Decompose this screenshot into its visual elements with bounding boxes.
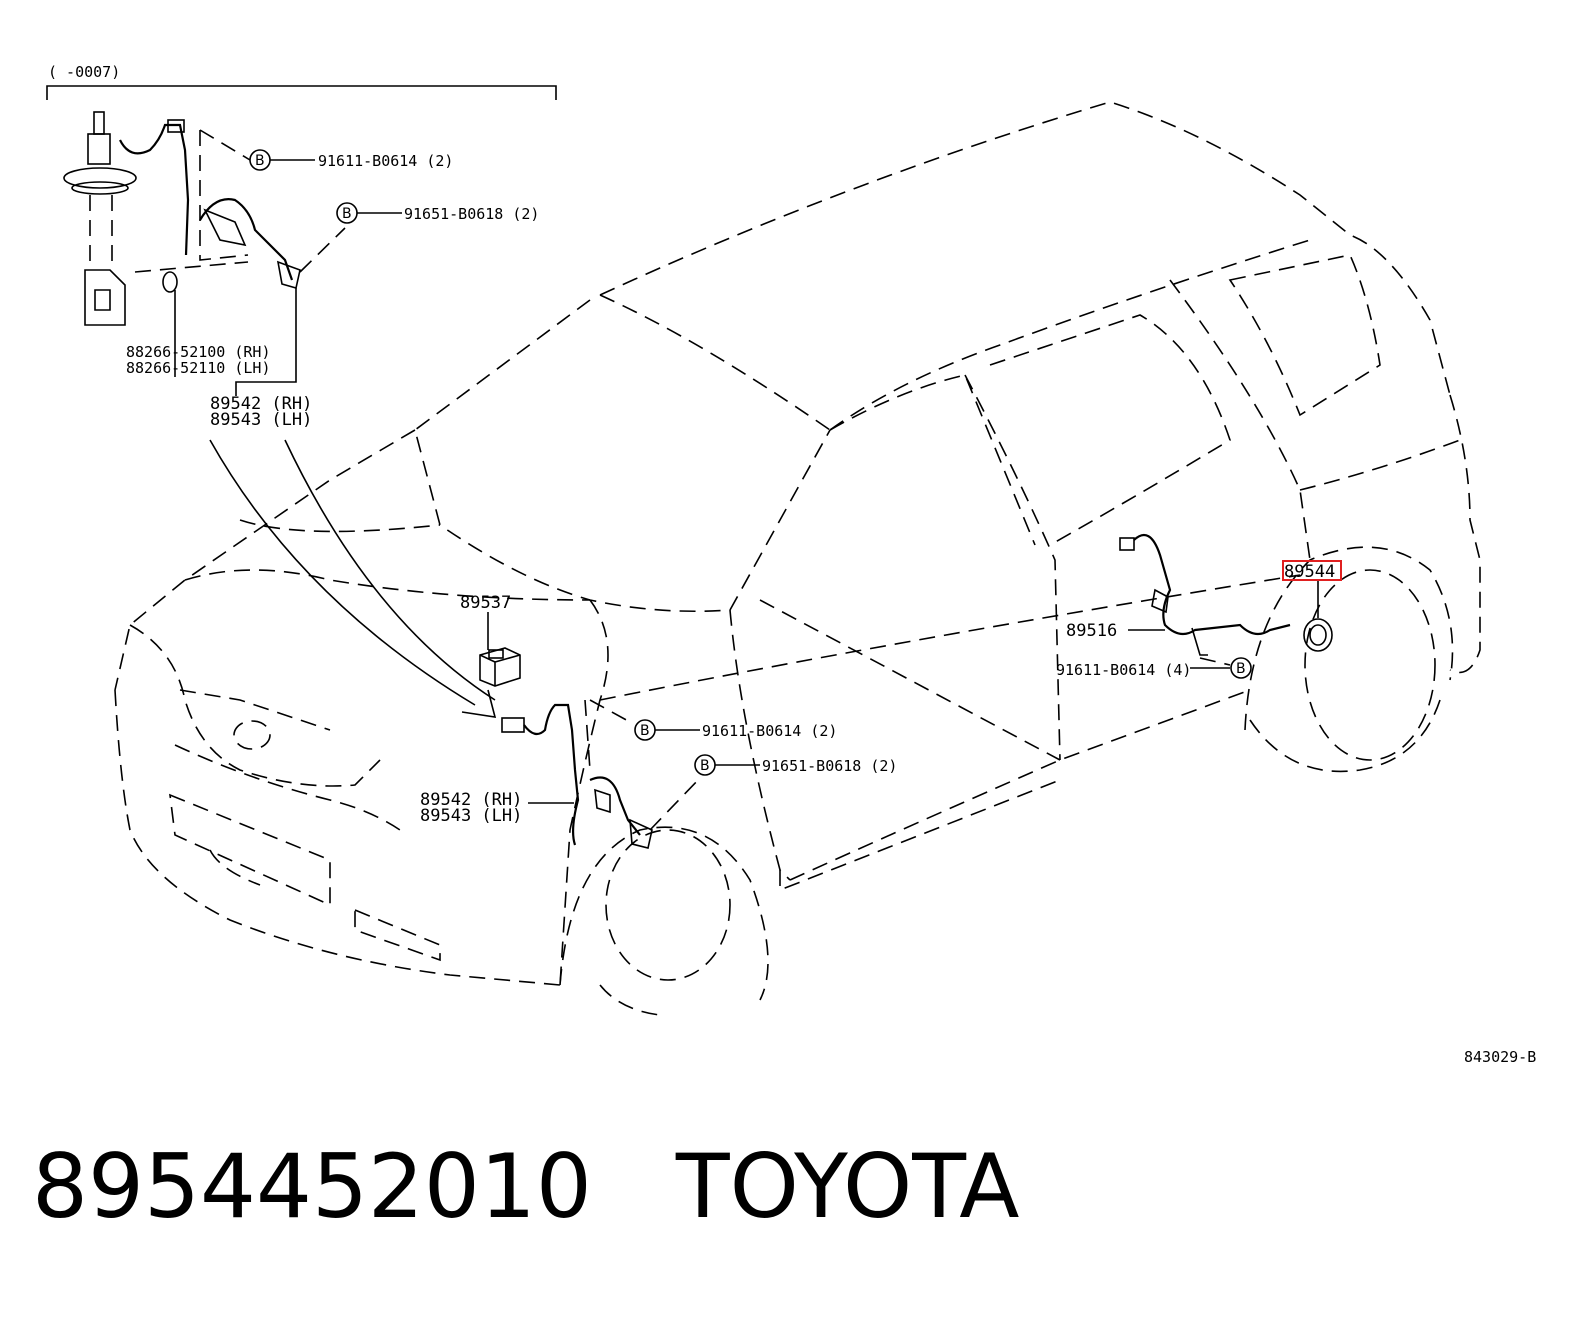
inset-range-label: ( -0007) [48,63,120,81]
vehicle-outline [114,101,1481,1016]
sensor-rh-top-label: 89542 (RH) [210,394,312,414]
brand-name: TOYOTA [675,1135,1020,1238]
bolt-91651-mid-label: 91651-B0618 (2) [762,757,897,775]
part-number: 8954452010 [32,1135,592,1238]
bolt-marker-icon [1230,657,1252,679]
highlighted-part-callout[interactable]: 89544 [1282,560,1342,582]
bolt-marker-letter: B [1236,661,1246,677]
highlighted-part-label[interactable]: 89544 [1284,562,1335,582]
part-footer: 8954452010 TOYOTA [32,1135,1103,1245]
bolt-callout-91651-top: B 91651-B0618 (2) [336,202,539,224]
computer-89537: 89537 [460,593,521,687]
clamp-lh-label: 88266-52110 (LH) [126,359,271,377]
bolt-91611-mid-label: 91611-B0614 (2) [702,722,837,740]
bolt-callout-91611-rear: 91611-B0614 (4) B [1056,657,1252,679]
bolt-91611-top-label: 91611-B0614 (2) [318,152,453,170]
clamp-rh-label: 88266-52100 (RH) [126,343,271,361]
bolt-91611-rear-label: 91611-B0614 (4) [1056,661,1191,679]
bolt-marker-letter: B [255,153,265,169]
bolt-callout-91611-mid: B 91611-B0614 (2) [634,719,837,741]
computer-label: 89537 [460,593,511,613]
highlight-box [1282,560,1342,581]
sensor-lh-top-label: 89543 (LH) [210,410,312,430]
rear-sensor-label: 89516 [1066,621,1117,641]
front-sensor-harness [501,699,701,849]
bolt-marker-letter: B [700,758,710,774]
figure-code: 843029-B [1464,1048,1536,1066]
sensor-rh-mid-label: 89542 (RH) [420,790,522,810]
rear-sensor-harness [1119,533,1333,666]
bolt-marker-letter: B [640,723,650,739]
bolt-91651-top-label: 91651-B0618 (2) [404,205,539,223]
bolt-marker-letter: B [342,206,352,222]
strut-assembly [63,111,137,326]
sensor-lh-mid-label: 89543 (LH) [420,806,522,826]
connector-icon [501,717,525,733]
bolt-callout-91611-top: B 91611-B0614 (2) [249,149,453,171]
connector-icon [1119,537,1135,551]
inset-front-strut: ( -0007) [46,63,557,430]
rear-bearing-icon [1303,618,1333,652]
inset-sensor-harness [119,119,346,396]
pointer-arrow [209,439,497,718]
bolt-callout-91651-mid: B 91651-B0618 (2) [694,754,897,776]
